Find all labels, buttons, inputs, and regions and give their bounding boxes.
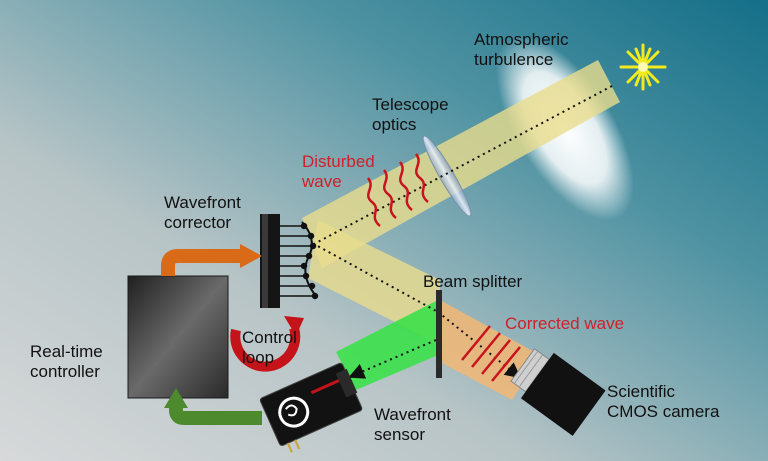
telescope-optics-label: Telescope optics [372,95,449,134]
wavefront-corrector [260,214,319,308]
green-arrow [164,388,262,425]
controller-box [127,275,229,399]
beam-splitter [436,290,442,378]
corrected-wave-label: Corrected wave [505,314,625,333]
control-loop-icon [230,316,304,372]
beam-splitter-label: Beam splitter [423,272,523,291]
control-loop-label: Control loop [242,328,297,367]
disturbed-wave [366,153,429,227]
real-time-controller-label: Real-time controller [30,342,103,381]
telescope-lens [422,135,472,217]
star-icon [619,43,667,91]
incoming-beam [302,60,620,268]
wavefront-corrector-label: Wavefront corrector [164,193,241,232]
atmospheric-turbulence-label: Atmospheric turbulence [474,30,569,69]
wavefront-sensor-icon [259,362,363,453]
disturbed-wave-label: Disturbed wave [302,152,375,191]
orange-arrow [161,244,262,276]
corrected-wave [461,325,521,382]
camera-icon [510,348,606,436]
wavefront-sensor-label: Wavefront sensor [374,405,451,444]
scientific-cmos-camera-label: Scientific CMOS camera [607,382,720,421]
reflected-beam [308,220,440,345]
